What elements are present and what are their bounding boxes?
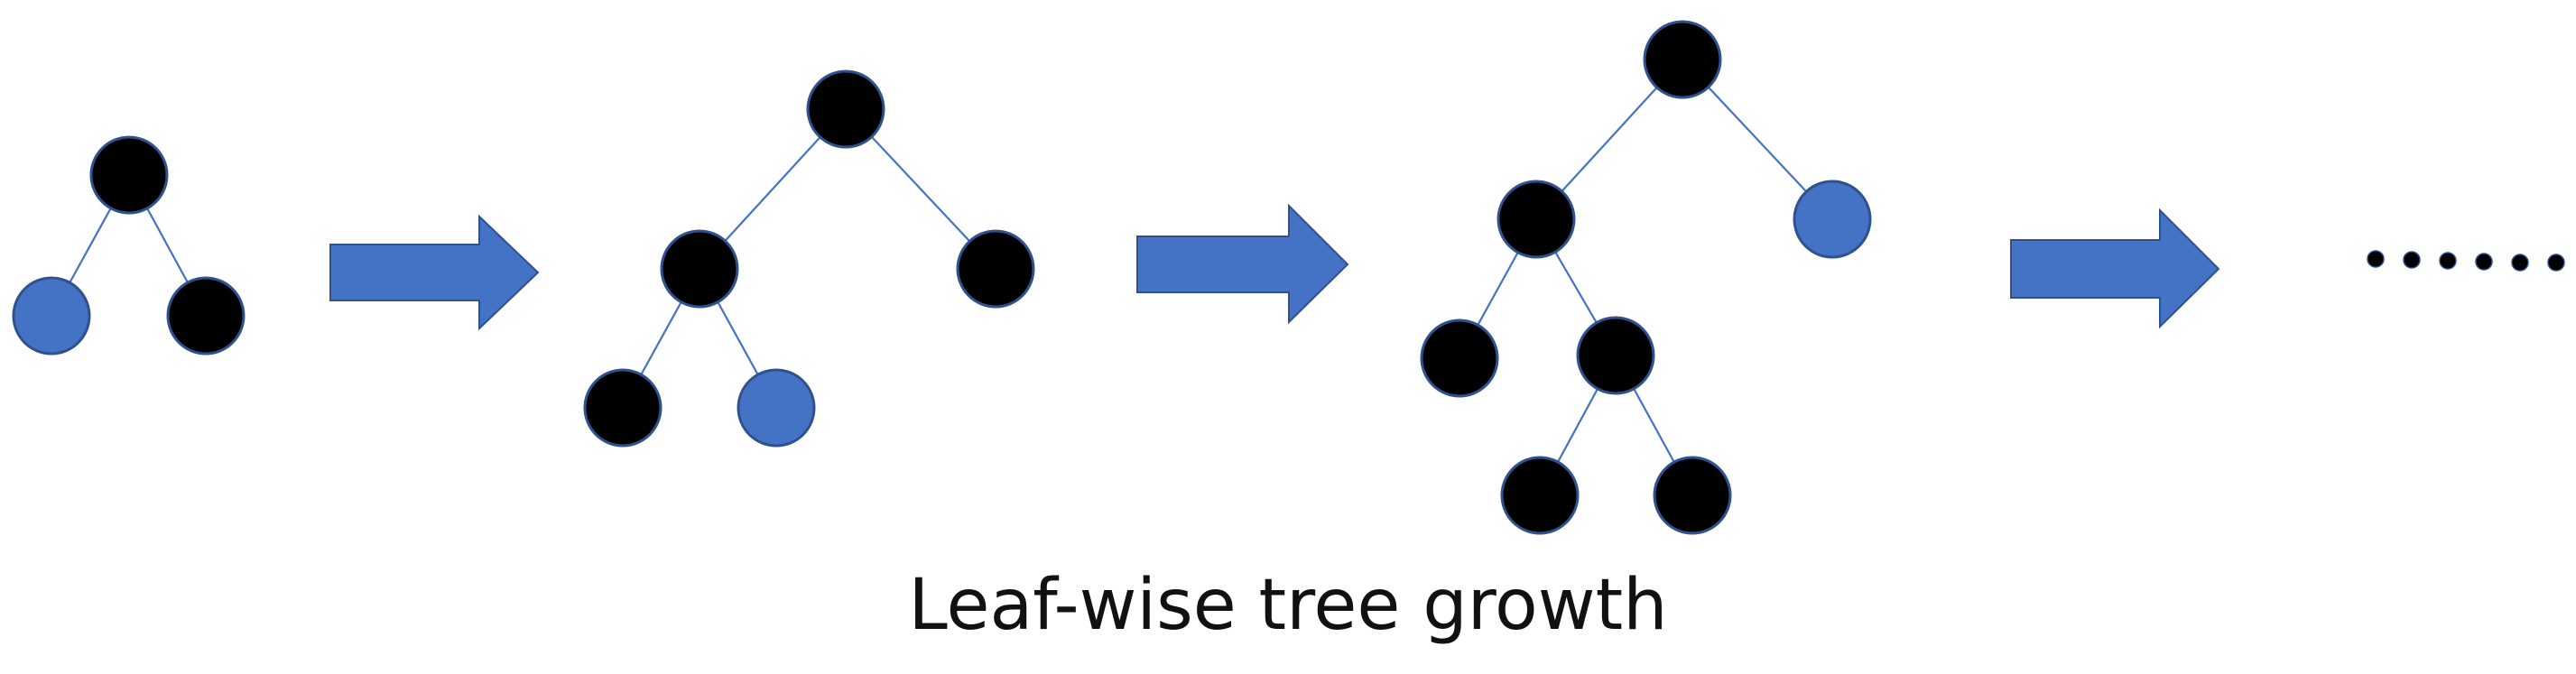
ellipsis-dot [2403,251,2421,269]
tree-node [1653,456,1732,535]
tree-node-new-leaf [12,276,91,355]
tree-node-internal [89,135,169,215]
tree-node [1500,456,1580,535]
tree-stage-2 [583,69,1035,448]
tree-stage-3 [1420,20,1872,535]
tree-node-new-leaf [737,368,816,448]
continuation-ellipsis [2367,250,2565,272]
tree-node [956,229,1035,309]
tree-node [583,368,663,448]
tree-node-internal [660,229,739,309]
tree-node [1420,319,1499,398]
growth-arrow-2 [1136,203,1349,325]
ellipsis-dot [2511,254,2529,272]
tree-stage-1 [12,135,246,355]
growth-arrow-1 [329,214,540,331]
ellipsis-dot [2547,254,2565,272]
diagram-caption: Leaf-wise tree growth [908,565,1668,646]
ellipsis-dot [2439,252,2457,270]
tree-node-internal [1496,180,1576,259]
ellipsis-dot [2367,250,2385,268]
growth-arrow-3 [2010,208,2220,329]
tree-node-internal [1576,316,1655,395]
tree-node-root [1643,20,1722,99]
tree-node-new-leaf [1793,180,1872,259]
tree-node-root [806,69,885,149]
tree-node [166,276,246,355]
ellipsis-dot [2475,253,2493,271]
